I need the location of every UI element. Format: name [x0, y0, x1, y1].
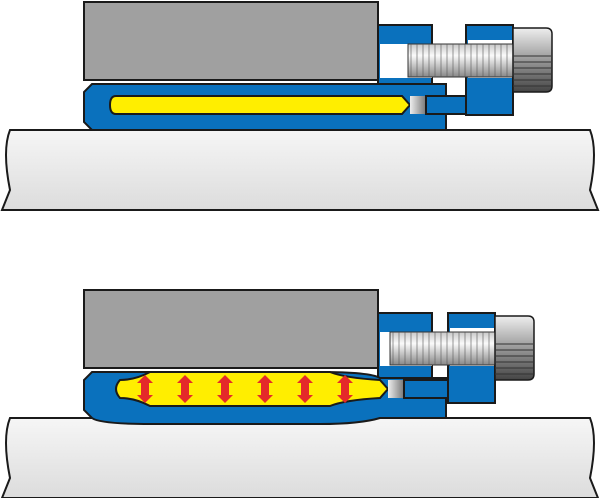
workpiece-block [83, 289, 379, 369]
clamped-state [0, 289, 600, 498]
shaft [0, 417, 600, 498]
piston [410, 96, 426, 114]
pressure-arrow [217, 375, 233, 403]
knurled-knob [512, 27, 553, 93]
pressure-arrow [337, 375, 353, 403]
released-state [0, 1, 600, 211]
fluid-chamber [108, 95, 412, 115]
pressure-arrow [297, 375, 313, 403]
bolt-thread [390, 332, 495, 365]
shaft [0, 129, 600, 211]
pressure-arrow [257, 375, 273, 403]
bolt-thread [408, 44, 513, 77]
pressure-arrow [137, 375, 153, 403]
knurled-knob [494, 315, 535, 381]
piston-block [425, 95, 467, 115]
piston [388, 380, 404, 398]
piston-block [403, 379, 449, 399]
pressure-arrow [177, 375, 193, 403]
workpiece-block [83, 1, 379, 81]
